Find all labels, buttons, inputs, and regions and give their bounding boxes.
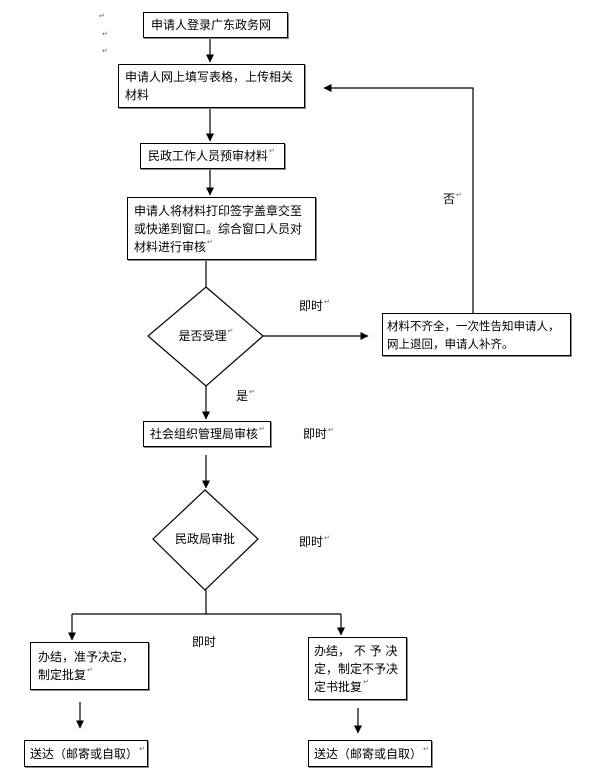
node-login-text: 申请人登录广东政务网 — [151, 18, 272, 32]
edge-label-immediate-accept: 即时↵ — [299, 298, 330, 314]
node-reject-text: 定书批复 — [314, 679, 363, 694]
arrow-incomplete-back-to-form — [323, 84, 474, 313]
node-submit-materials-line: 材料进行审核↵ — [134, 238, 309, 256]
paragraph-mark: ↵ — [363, 677, 369, 686]
edge-label-immediate-text: 即时 — [303, 427, 328, 441]
edge-label-immediate-text: 即时 — [299, 299, 324, 313]
node-login: 申请人登录广东政务网 — [143, 12, 288, 38]
paragraph-mark: ↵ — [269, 147, 275, 155]
paragraph-mark: ↵ — [102, 47, 108, 55]
edge-label-immediate-result: 即时 — [192, 634, 216, 650]
edge-label-yes: 是↵ — [236, 388, 255, 404]
edge-label-immediate-approval: 即时↵ — [299, 534, 330, 550]
node-pre-review-text: 民政工作人员预审材料 — [148, 149, 269, 163]
paragraph-mark: ↵ — [227, 327, 234, 335]
node-incomplete-line: 网上退回，申请人补齐。 — [387, 336, 514, 351]
node-deliver-left-text: 送达（邮寄或自取） — [30, 746, 139, 761]
paragraph-mark: ↵ — [328, 426, 334, 434]
node-deliver-right: 送达（邮寄或自取）↵ — [308, 740, 432, 767]
node-pre-review: 民政工作人员预审材料↵ — [140, 143, 285, 169]
node-deliver-right-line: 送达（邮寄或自取）↵ — [314, 744, 429, 763]
node-fill-form-line: 材料 — [125, 88, 150, 102]
node-deliver-right-text: 送达（邮寄或自取） — [314, 746, 423, 761]
node-deliver-left: 送达（邮寄或自取）↵ — [24, 740, 148, 767]
edge-label-no: 否↵ — [443, 191, 462, 207]
node-reject-line: 办结， 不 予 决 — [314, 643, 398, 658]
node-approve-line: 办结，准予决定， — [38, 650, 135, 664]
node-pre-review-line: 民政工作人员预审材料↵ — [148, 147, 277, 165]
approval-decision-label: 民政局审批 — [155, 530, 255, 548]
paragraph-mark: ↵ — [249, 388, 255, 396]
node-fill-form-line: 申请人网上填写表格，上传相关 — [125, 70, 294, 84]
accept-decision-diamond — [147, 286, 264, 387]
node-submit-materials-line: 或快递到窗口。综合窗口人员对 — [134, 221, 303, 236]
node-reject: 办结， 不 予 决 定，制定不予决 定书批复↵ — [308, 637, 407, 700]
node-approve-line: 制定批复↵ — [38, 666, 141, 684]
paragraph-mark: ↵ — [324, 298, 330, 306]
node-reject-line: 定，制定不予决 — [314, 661, 399, 676]
edge-label-no-text: 否 — [443, 192, 456, 206]
accept-decision-label: 是否受理↵ — [156, 327, 256, 345]
edge-label-immediate-review: 即时↵ — [303, 426, 334, 442]
paragraph-mark: ↵ — [99, 12, 105, 20]
node-submit-materials-text: 材料进行审核 — [134, 239, 207, 254]
paragraph-mark: ↵ — [324, 534, 330, 542]
paragraph-mark: ↵ — [423, 744, 429, 753]
node-submit-materials: 申请人将材料打印签字盖章交至 或快递到窗口。综合窗口人员对 材料进行审核↵ — [127, 197, 316, 260]
node-bureau-review-line: 社会组织管理局审核↵ — [150, 425, 265, 443]
node-submit-materials-line: 申请人将材料打印签字盖章交至 — [134, 203, 303, 218]
node-fill-form: 申请人网上填写表格，上传相关 材料 — [118, 64, 305, 108]
paragraph-mark: ↵ — [207, 237, 213, 246]
approval-decision-text: 民政局审批 — [174, 532, 235, 546]
approval-decision-diamond — [152, 489, 259, 591]
node-incomplete-materials: 材料不齐全，一次性告知申请人， 网上退回，申请人补齐。 — [382, 313, 571, 356]
node-reject-line: 定书批复↵ — [314, 678, 401, 696]
paragraph-mark: ↵ — [102, 30, 108, 38]
node-incomplete-line: 材料不齐全，一次性告知申请人， — [387, 318, 560, 333]
paragraph-mark: ↵ — [456, 191, 462, 199]
node-bureau-review: 社会组织管理局审核↵ — [143, 421, 271, 447]
paragraph-mark: ↵ — [139, 744, 145, 753]
node-approve: 办结，准予决定， 制定批复↵ — [30, 642, 149, 690]
node-bureau-review-text: 社会组织管理局审核 — [150, 427, 259, 441]
edge-label-immediate-text: 即时 — [192, 635, 217, 649]
node-deliver-left-line: 送达（邮寄或自取）↵ — [30, 744, 145, 763]
accept-decision-text: 是否受理 — [178, 329, 227, 343]
edge-label-yes-text: 是 — [236, 389, 249, 403]
node-approve-text: 制定批复 — [38, 668, 87, 682]
paragraph-mark: ↵ — [259, 425, 265, 433]
paragraph-mark: ↵ — [87, 666, 93, 674]
edge-label-immediate-text: 即时 — [299, 535, 324, 549]
